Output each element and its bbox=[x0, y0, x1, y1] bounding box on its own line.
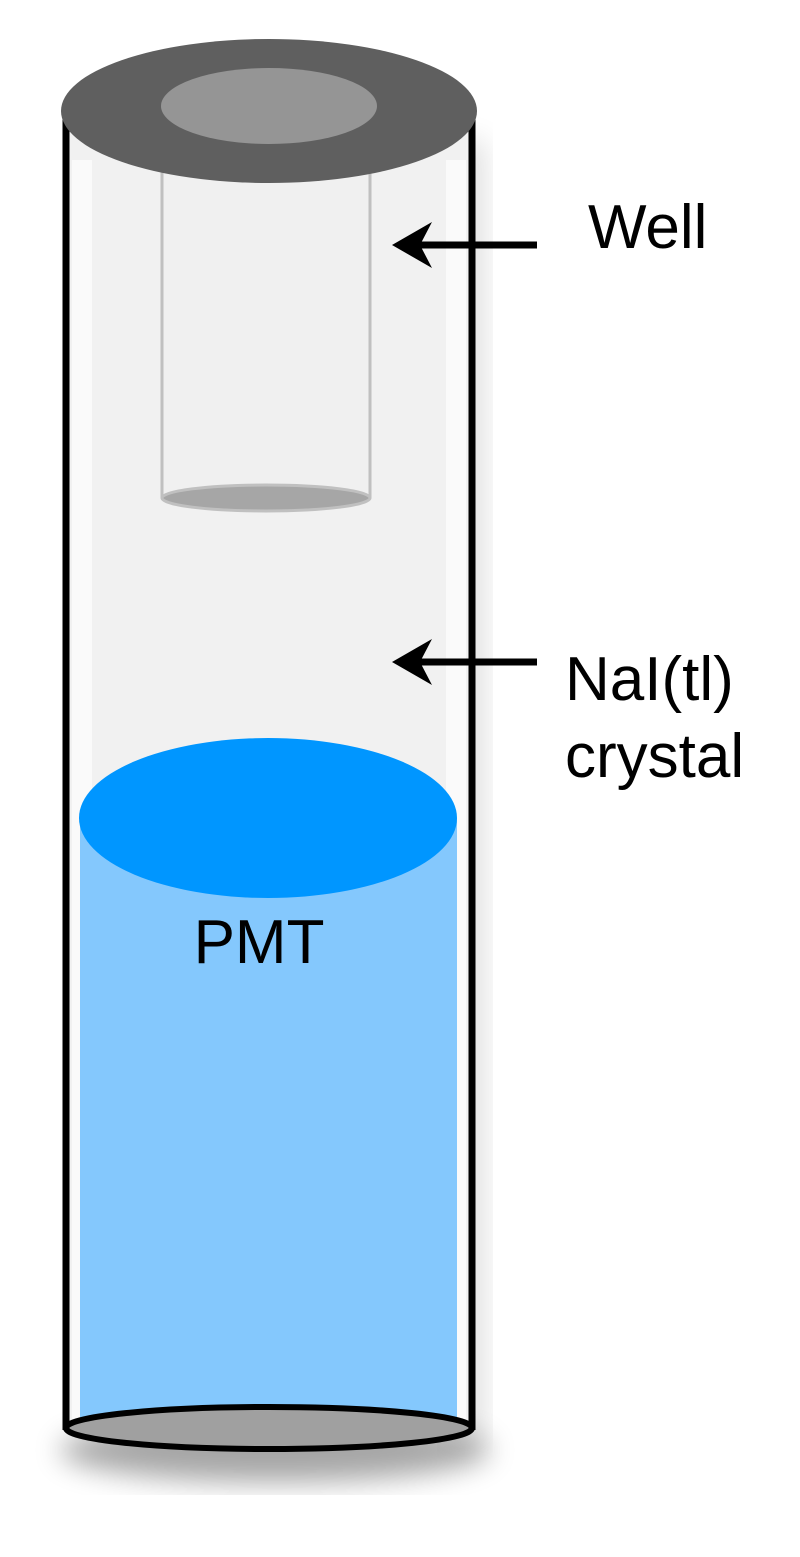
well-arrow-head bbox=[392, 222, 432, 268]
cylinder-bottom bbox=[63, 1404, 475, 1452]
crystal-arrow-head bbox=[392, 639, 432, 685]
cap-inner-disc bbox=[161, 68, 377, 144]
pmt-body bbox=[80, 818, 457, 1428]
label-pmt: PMT bbox=[194, 908, 325, 977]
label-well: Well bbox=[588, 193, 707, 262]
well-cavity bbox=[162, 165, 370, 498]
well-bottom bbox=[160, 483, 372, 513]
label-crystal-line2: crystal bbox=[565, 722, 744, 791]
label-crystal-line1: NaI(tl) bbox=[565, 645, 734, 714]
pmt-top-face bbox=[79, 738, 457, 898]
